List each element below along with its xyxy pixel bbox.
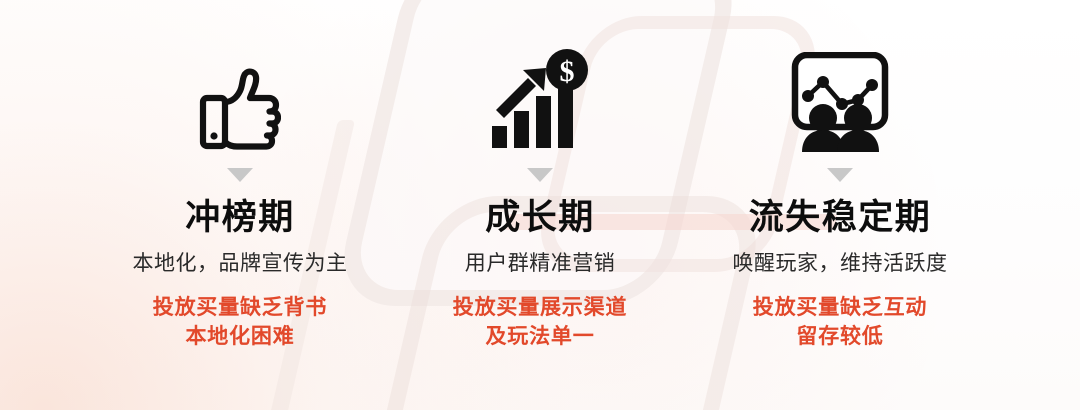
audience-analytics-board-icon bbox=[791, 52, 889, 152]
up-arrow-icon bbox=[496, 68, 546, 118]
stage-3-subtitle: 唤醒玩家，维持活跃度 bbox=[732, 251, 948, 275]
stage-2-pain-line-2: 及玩法单一 bbox=[485, 324, 595, 348]
stage-column-2: $ 成长期 用户 bbox=[390, 0, 690, 352]
stage-2-pain-points: 投放买量展示渠道 及玩法单一 bbox=[453, 294, 627, 352]
stage-2-title: 成长期 bbox=[485, 198, 595, 237]
caret-down-icon bbox=[227, 168, 253, 182]
stage-3-pain-line-2: 留存较低 bbox=[796, 324, 884, 348]
people-icon bbox=[802, 104, 879, 152]
stage-1-icon-wrap bbox=[199, 34, 281, 152]
stage-2-subtitle: 用户群精准营销 bbox=[464, 251, 616, 275]
stage-1-title: 冲榜期 bbox=[185, 198, 295, 237]
line-chart-nodes bbox=[802, 76, 878, 110]
stage-column-1: 冲榜期 本地化，品牌宣传为主 投放买量缺乏背书 本地化困难 bbox=[90, 0, 390, 352]
svg-text:$: $ bbox=[560, 55, 575, 88]
stage-3-pain-line-1: 投放买量缺乏互动 bbox=[752, 295, 928, 319]
stage-1-pain-line-2: 本地化困难 bbox=[185, 324, 295, 348]
stage-1-pain-line-1: 投放买量缺乏背书 bbox=[152, 295, 328, 319]
stage-2-icon-wrap: $ bbox=[490, 34, 590, 152]
bar-group bbox=[492, 84, 573, 148]
stage-3-icon-wrap bbox=[790, 34, 890, 152]
thumbs-up-icon bbox=[199, 68, 281, 150]
stage-3-title: 流失稳定期 bbox=[748, 198, 932, 237]
caret-down-icon bbox=[827, 168, 853, 182]
stage-3-pain-points: 投放买量缺乏互动 留存较低 bbox=[753, 294, 927, 352]
stage-1-pain-points: 投放买量缺乏背书 本地化困难 bbox=[153, 294, 327, 352]
stage-column-3: 流失稳定期 唤醒玩家，维持活跃度 投放买量缺乏互动 留存较低 bbox=[690, 0, 990, 352]
growth-bar-chart-dollar-icon: $ bbox=[492, 49, 588, 148]
caret-down-icon bbox=[527, 168, 553, 182]
stage-2-pain-line-1: 投放买量展示渠道 bbox=[452, 295, 628, 319]
thumb-cuff-dot bbox=[210, 132, 218, 140]
stage-1-subtitle: 本地化，品牌宣传为主 bbox=[132, 251, 348, 275]
dollar-coin-icon: $ bbox=[546, 49, 588, 91]
